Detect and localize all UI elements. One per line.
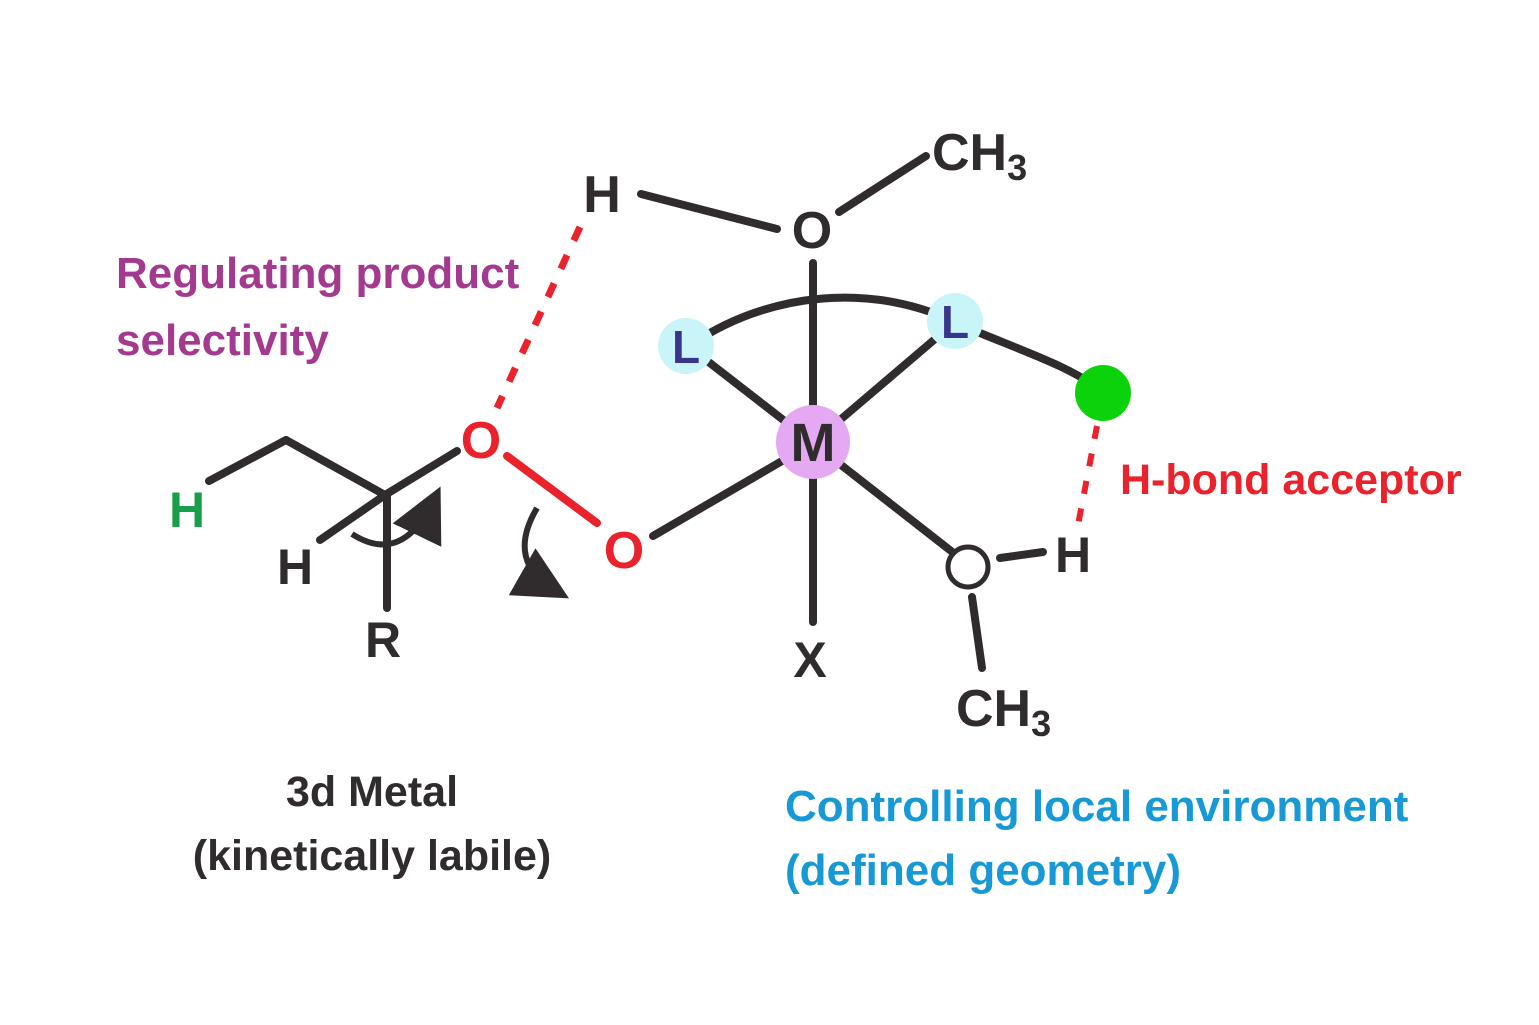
- atom-h-geminal: H: [277, 539, 313, 595]
- curved-arrow-oo: [508, 506, 570, 599]
- atom-l-left: L: [672, 321, 700, 373]
- bond-htop-o: [637, 190, 781, 233]
- ligand-circle-right: [927, 293, 983, 349]
- bond-ch2-c: [282, 436, 389, 499]
- bond-o-ch3-top: [835, 152, 930, 216]
- atom-o-red-upper: O: [461, 412, 501, 470]
- bond-o-o-peroxide: [503, 452, 601, 527]
- atom-h-hydroxyl: H: [1055, 527, 1091, 583]
- metal-circle: [776, 405, 850, 479]
- label-regulating-line2: selectivity: [116, 316, 329, 365]
- label-environment-line1: Controlling local environment: [785, 782, 1409, 831]
- atom-h-green: H: [169, 482, 205, 538]
- bond-c-o: [381, 447, 461, 499]
- atom-m-center: M: [791, 413, 836, 473]
- hbond-acceptor-circle: [1075, 365, 1131, 421]
- atom-o-ether: O: [792, 202, 832, 260]
- atom-ch3-bottom: CH3: [956, 680, 1051, 744]
- atom-ch3-top: CH3: [932, 124, 1027, 188]
- label-environment-line2: (defined geometry): [785, 846, 1182, 895]
- bond-c-h-geminal: [316, 491, 389, 544]
- curved-arrow-hydride: [350, 486, 442, 548]
- hydroxyl-o-circle: [945, 544, 991, 590]
- label-3d-metal-line1: 3d Metal: [285, 768, 459, 816]
- label-3d-metal-line2: (kinetically labile): [192, 832, 552, 880]
- bond-greenH-ch2: [205, 436, 290, 485]
- ligand-circle-left: [658, 318, 714, 374]
- atom-o-red-lower: O: [604, 522, 644, 580]
- bond-ohydroxyl-h: [996, 548, 1047, 562]
- label-3d-metal: 3d Metal (kinetically labile): [122, 760, 622, 888]
- bond-ohydroxyl-ch3: [968, 593, 986, 672]
- label-hbond-acceptor: H-bond acceptor: [1120, 456, 1462, 504]
- label-regulating-line1: Regulating product: [116, 249, 520, 298]
- atom-l-right: L: [941, 296, 969, 348]
- atom-h-top: H: [583, 166, 621, 224]
- atom-r-group: R: [365, 612, 401, 668]
- label-regulating-product-selectivity: Regulating product selectivity: [116, 240, 519, 374]
- hbond-dashed-right: [1075, 425, 1100, 526]
- atom-x-axial: X: [793, 632, 826, 688]
- label-controlling-environment: Controlling local environment (defined g…: [785, 775, 1408, 903]
- hbond-dashed-top: [493, 225, 584, 410]
